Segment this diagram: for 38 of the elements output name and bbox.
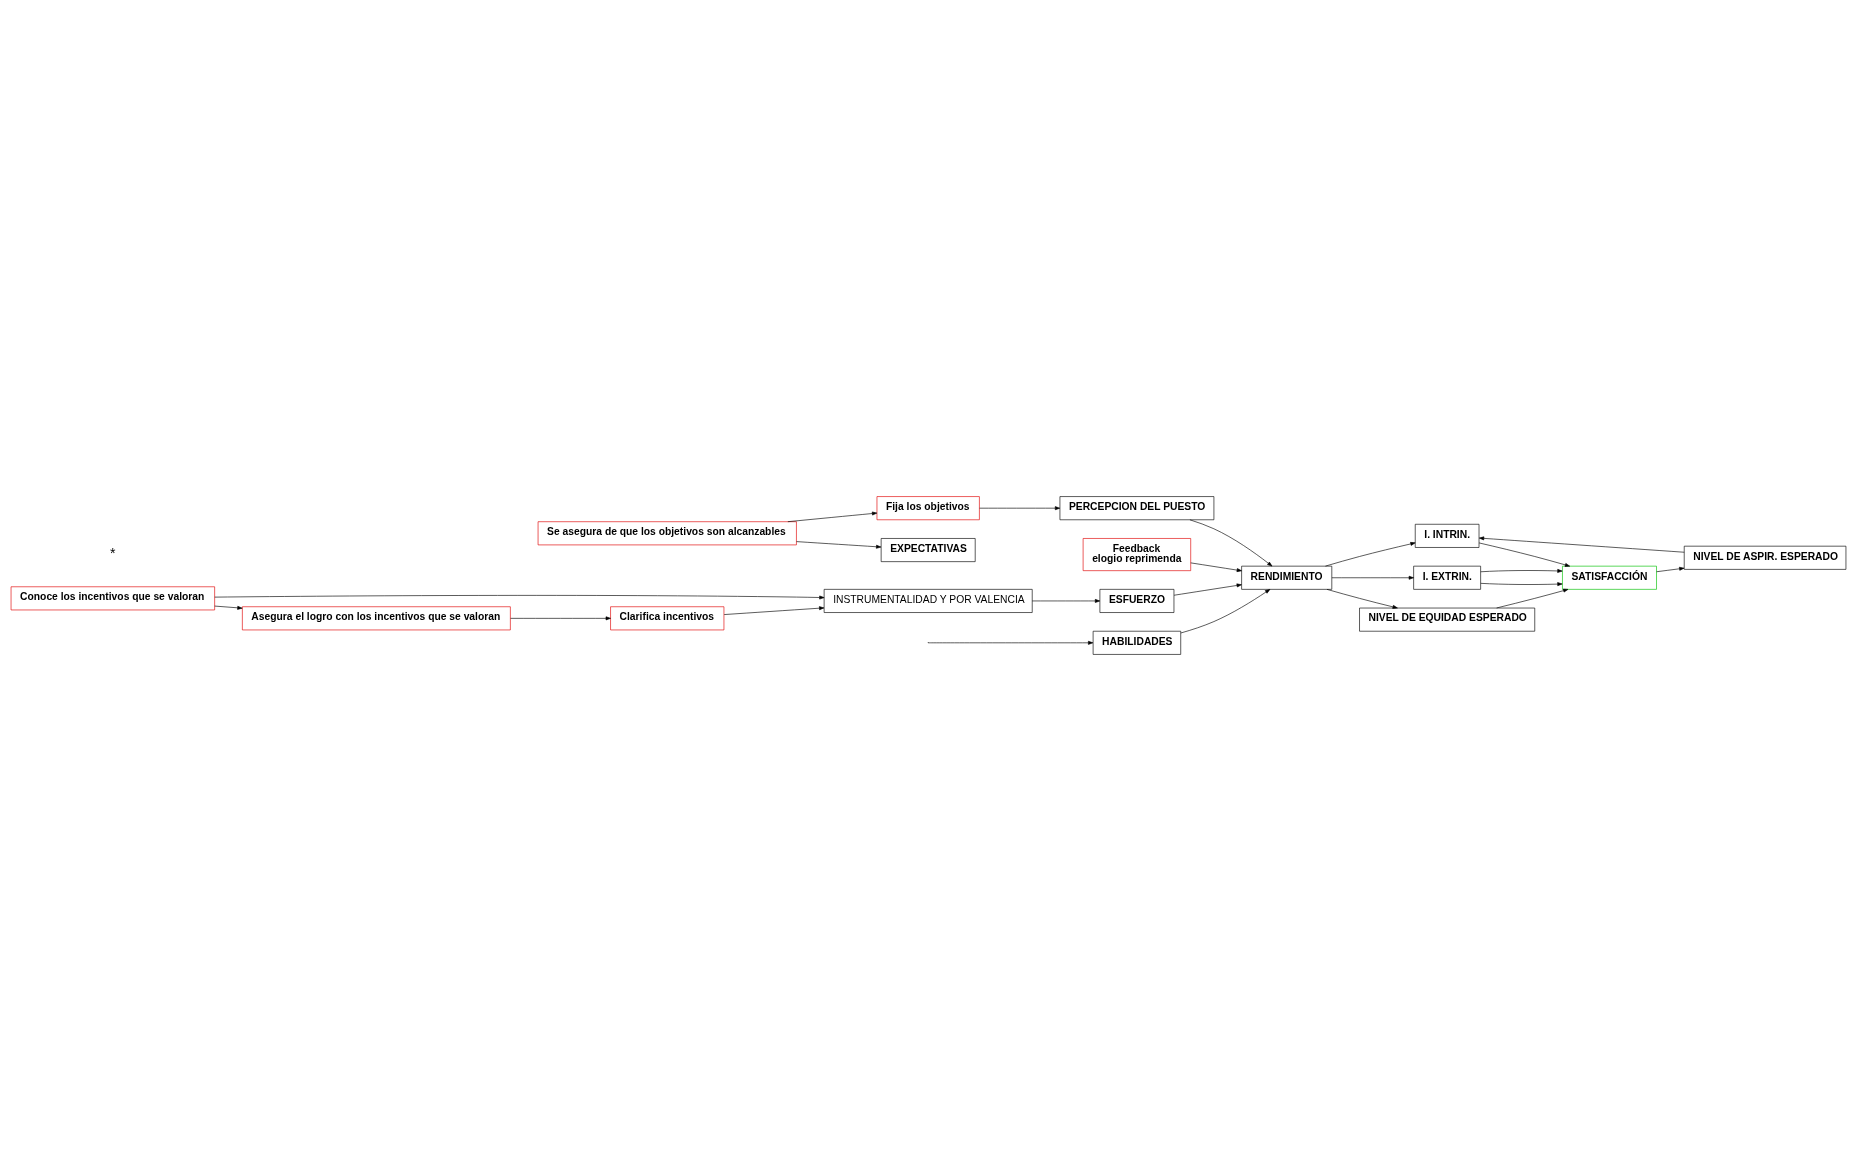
node-box: Asegura el logro con los incentivos que se valoran <box>242 606 511 631</box>
arrow <box>1496 588 1569 609</box>
arrow <box>723 606 825 615</box>
node-box: Clarifica incentivos <box>610 606 725 631</box>
arrow <box>214 595 825 600</box>
node-box: INSTRUMENTALIDAD Y POR VALENCIA <box>823 589 1033 613</box>
arrow <box>1173 583 1242 596</box>
node-box: I. INTRIN. <box>1414 523 1480 548</box>
arrow <box>510 616 611 621</box>
node-box: EXPECTATIVAS <box>880 538 976 562</box>
node-box: I. EXTRIN. <box>1413 565 1481 590</box>
arrow <box>787 511 878 522</box>
arrow <box>1479 536 1685 553</box>
arrow <box>1190 562 1242 572</box>
arrow <box>1031 599 1101 603</box>
node-box: PERCEPCION DEL PUESTO <box>1059 496 1215 521</box>
arrow <box>979 506 1061 511</box>
node-box: RENDIMIENTO <box>1241 565 1333 590</box>
arrow <box>796 541 882 549</box>
arrow <box>214 605 243 610</box>
label: * <box>110 545 116 562</box>
arrow <box>1325 542 1416 567</box>
node-box: NIVEL DE ASPIR. ESPERADO <box>1683 545 1847 570</box>
arrow <box>1180 589 1271 634</box>
node-box: Fija los objetivos <box>876 496 980 521</box>
arrow <box>1656 566 1685 573</box>
arrow <box>1331 575 1414 580</box>
arrow <box>1189 519 1273 567</box>
arrow <box>928 640 1094 645</box>
arrow <box>1480 582 1563 586</box>
arrow <box>1480 569 1563 573</box>
node-box: Se asegura de que los objetivos son alcanzables <box>537 521 797 546</box>
node-box: HABILIDADES <box>1092 630 1182 655</box>
node-box: ESFUERZO <box>1099 589 1175 613</box>
node-box: Conoce los incentivos que se valoran <box>10 586 215 611</box>
arrow <box>1478 542 1571 567</box>
arrow <box>1326 589 1398 609</box>
node-box: Feedback elogio reprimenda <box>1082 538 1192 571</box>
